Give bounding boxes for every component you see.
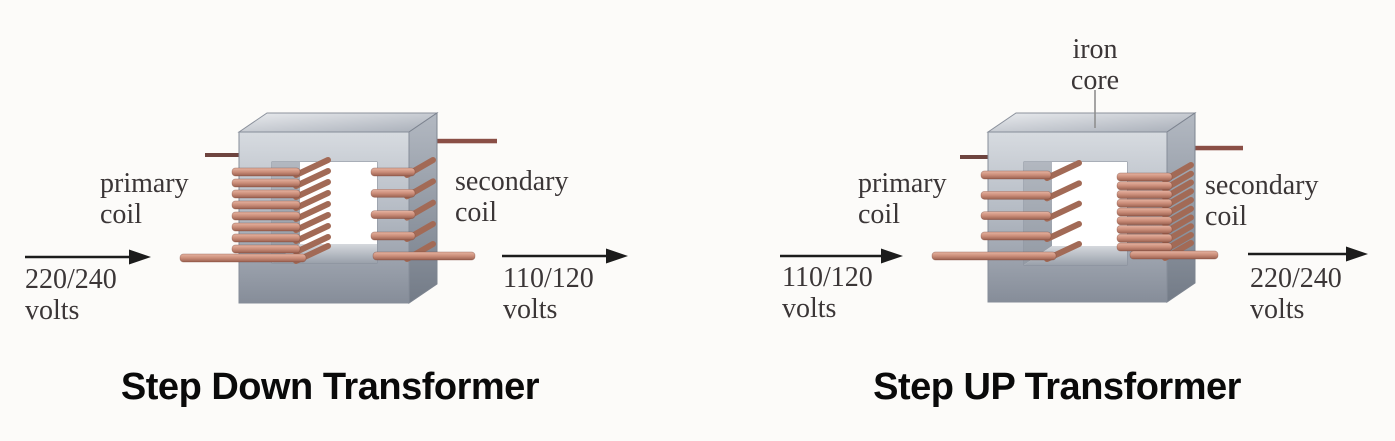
coil-turn	[231, 211, 301, 221]
coil-turn	[980, 190, 1052, 200]
step-up-title: Step UP Transformer	[873, 366, 1241, 408]
input-voltage-label-stepdown: 220/240 volts	[25, 264, 117, 326]
output-arrow	[502, 248, 628, 264]
core-top-face	[237, 112, 439, 133]
coil-turn	[980, 211, 1052, 221]
coil-turn	[1116, 181, 1173, 191]
coil-turn	[1116, 172, 1173, 182]
secondary-top-lead	[437, 138, 497, 144]
coil-turn	[1116, 242, 1173, 252]
primary-coil-bottom-lead	[931, 251, 1057, 261]
iron-core-label: iron core	[1070, 34, 1120, 96]
coil-turn	[231, 233, 301, 243]
coil-turn	[370, 188, 416, 198]
secondary-coil-bottom-lead	[372, 251, 476, 261]
secondary-coil-label-stepup: secondary coil	[1205, 170, 1319, 232]
coil-turn	[231, 189, 301, 199]
primary-coil-bottom-lead	[179, 253, 307, 263]
transformer-step-down	[25, 112, 628, 304]
primary-coil	[179, 157, 331, 264]
coil-turn	[1116, 207, 1173, 217]
coil-turn	[1116, 190, 1173, 199]
coil-turn	[231, 244, 301, 254]
secondary-coil-label-stepdown: secondary coil	[455, 166, 569, 228]
primary-coil-label-stepup: primary coil	[858, 168, 947, 230]
input-arrow	[25, 249, 151, 265]
coil-turn	[231, 178, 301, 188]
coil-turn	[370, 167, 416, 177]
coil-turn	[980, 231, 1052, 241]
secondary-coil-bottom-lead	[1129, 250, 1219, 260]
coil-turn	[1116, 216, 1173, 226]
secondary-coil	[1116, 162, 1219, 261]
primary-coil	[931, 160, 1082, 262]
output-voltage-label-stepup: 220/240 volts	[1250, 263, 1342, 325]
output-voltage-label-stepdown: 110/120 volts	[503, 263, 594, 325]
coil-turn	[231, 167, 301, 177]
primary-top-lead	[205, 153, 242, 157]
coil-turn	[231, 200, 301, 210]
coil-turn	[1116, 225, 1173, 234]
output-arrow	[1248, 246, 1368, 262]
secondary-coil	[370, 157, 476, 262]
coil-turn	[1116, 198, 1173, 208]
primary-coil-label-stepdown: primary coil	[100, 168, 189, 230]
core-top-face	[986, 112, 1197, 133]
coil-turn	[231, 222, 301, 232]
primary-top-lead	[960, 155, 993, 159]
step-down-title: Step Down Transformer	[120, 366, 540, 408]
secondary-top-lead	[1187, 145, 1243, 151]
input-voltage-label-stepup: 110/120 volts	[782, 262, 873, 324]
transformer-step-up	[780, 90, 1368, 303]
coil-turn	[980, 170, 1052, 180]
coil-turn	[370, 231, 416, 241]
coil-turn	[370, 210, 416, 220]
input-arrow	[780, 248, 903, 264]
coil-turn	[1116, 233, 1173, 243]
